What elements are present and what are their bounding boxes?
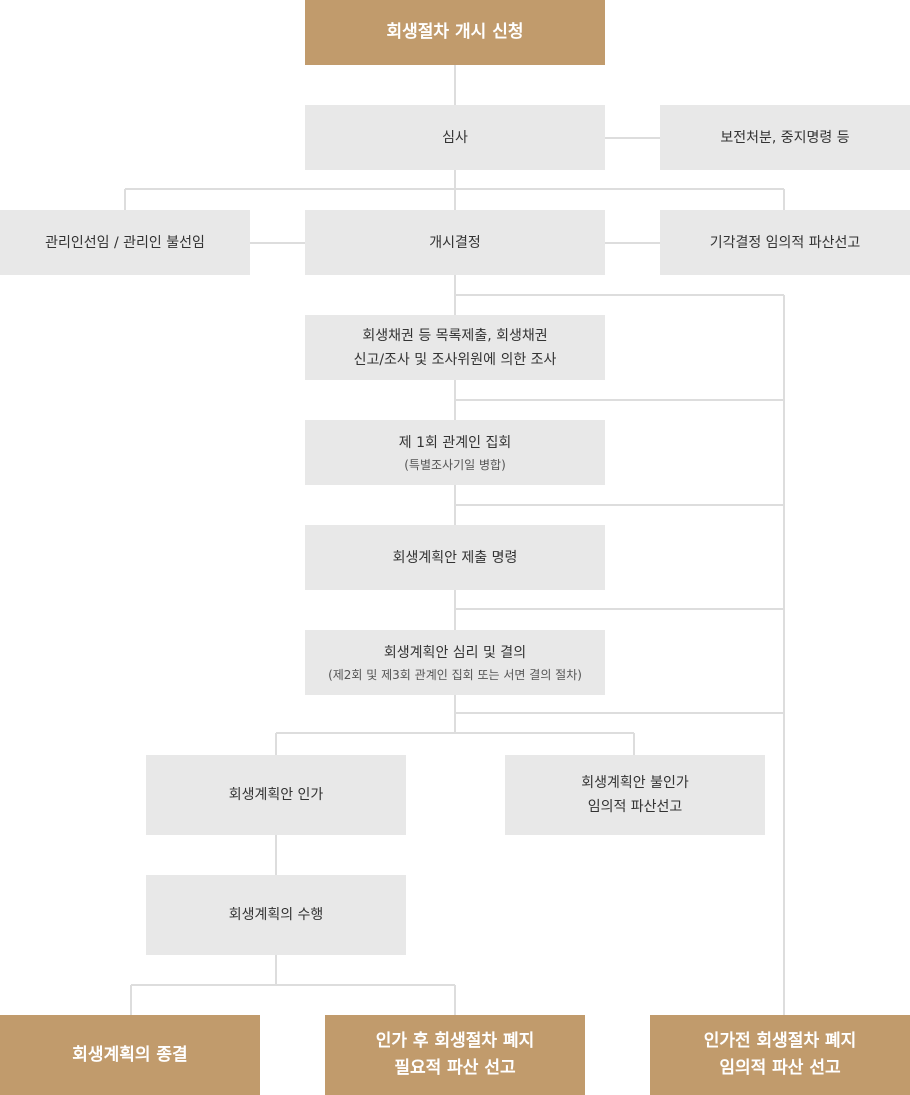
- node-plan-rejection-line2: 임의적 파산선고: [587, 799, 683, 815]
- node-post-abolition-line1: 인가 후 회생절차 폐지: [375, 1031, 535, 1051]
- node-claims-line2: 신고/조사 및 조사위원에 의한 조사: [353, 351, 557, 368]
- node-plan-conclusion: 회생계획의 종결: [0, 1015, 260, 1095]
- node-trustee: 관리인선임 / 관리인 불선임: [0, 210, 250, 275]
- node-commencement-label: 개시결정: [429, 234, 481, 251]
- node-preservation-label: 보전처분, 중지명령 등: [720, 129, 850, 146]
- node-dismissal-label: 기각결정 임의적 파산선고: [709, 234, 861, 251]
- node-plan-hearing-label: 회생계획안 심리 및 결의: [383, 644, 527, 661]
- node-pre-abolition-line2: 임의적 파산 선고: [719, 1058, 841, 1078]
- node-plan-hearing-sub: (제2회 및 제3회 관계인 집회 또는 서면 결의 절차): [328, 667, 582, 682]
- node-review-label: 심사: [442, 129, 468, 146]
- node-post-abolition: 인가 후 회생절차 폐지 필요적 파산 선고: [325, 1015, 585, 1095]
- node-plan-hearing: 회생계획안 심리 및 결의 (제2회 및 제3회 관계인 집회 또는 서면 결의…: [305, 630, 605, 695]
- node-pre-abolition: 인가전 회생절차 폐지 임의적 파산 선고: [650, 1015, 910, 1095]
- node-claims: 회생채권 등 목록제출, 회생채권 신고/조사 및 조사위원에 의한 조사: [305, 315, 605, 380]
- node-plan-execution: 회생계획의 수행: [146, 875, 406, 955]
- node-plan-approval-label: 회생계획안 인가: [228, 787, 324, 803]
- node-post-abolition-line2: 필요적 파산 선고: [394, 1058, 516, 1078]
- node-commencement: 개시결정: [305, 210, 605, 275]
- node-pre-abolition-line1: 인가전 회생절차 폐지: [703, 1031, 857, 1051]
- node-dismissal: 기각결정 임의적 파산선고: [660, 210, 910, 275]
- node-first-meeting-label: 제 1회 관계인 집회: [398, 434, 512, 451]
- node-first-meeting-sub: (특별조사기일 병합): [404, 457, 506, 472]
- node-plan-order: 회생계획안 제출 명령: [305, 525, 605, 590]
- node-first-meeting: 제 1회 관계인 집회 (특별조사기일 병합): [305, 420, 605, 485]
- node-trustee-label: 관리인선임 / 관리인 불선임: [45, 234, 205, 251]
- node-claims-line1: 회생채권 등 목록제출, 회생채권: [362, 327, 548, 344]
- node-review: 심사: [305, 105, 605, 170]
- node-start: 회생절차 개시 신청: [305, 0, 605, 65]
- node-preservation: 보전처분, 중지명령 등: [660, 105, 910, 170]
- node-start-label: 회생절차 개시 신청: [386, 22, 524, 42]
- node-plan-rejection: 회생계획안 불인가 임의적 파산선고: [505, 755, 765, 835]
- node-plan-rejection-line1: 회생계획안 불인가: [581, 775, 689, 791]
- node-plan-conclusion-label: 회생계획의 종결: [72, 1044, 188, 1065]
- node-plan-approval: 회생계획안 인가: [146, 755, 406, 835]
- node-plan-order-label: 회생계획안 제출 명령: [392, 549, 518, 566]
- node-plan-execution-label: 회생계획의 수행: [228, 907, 324, 923]
